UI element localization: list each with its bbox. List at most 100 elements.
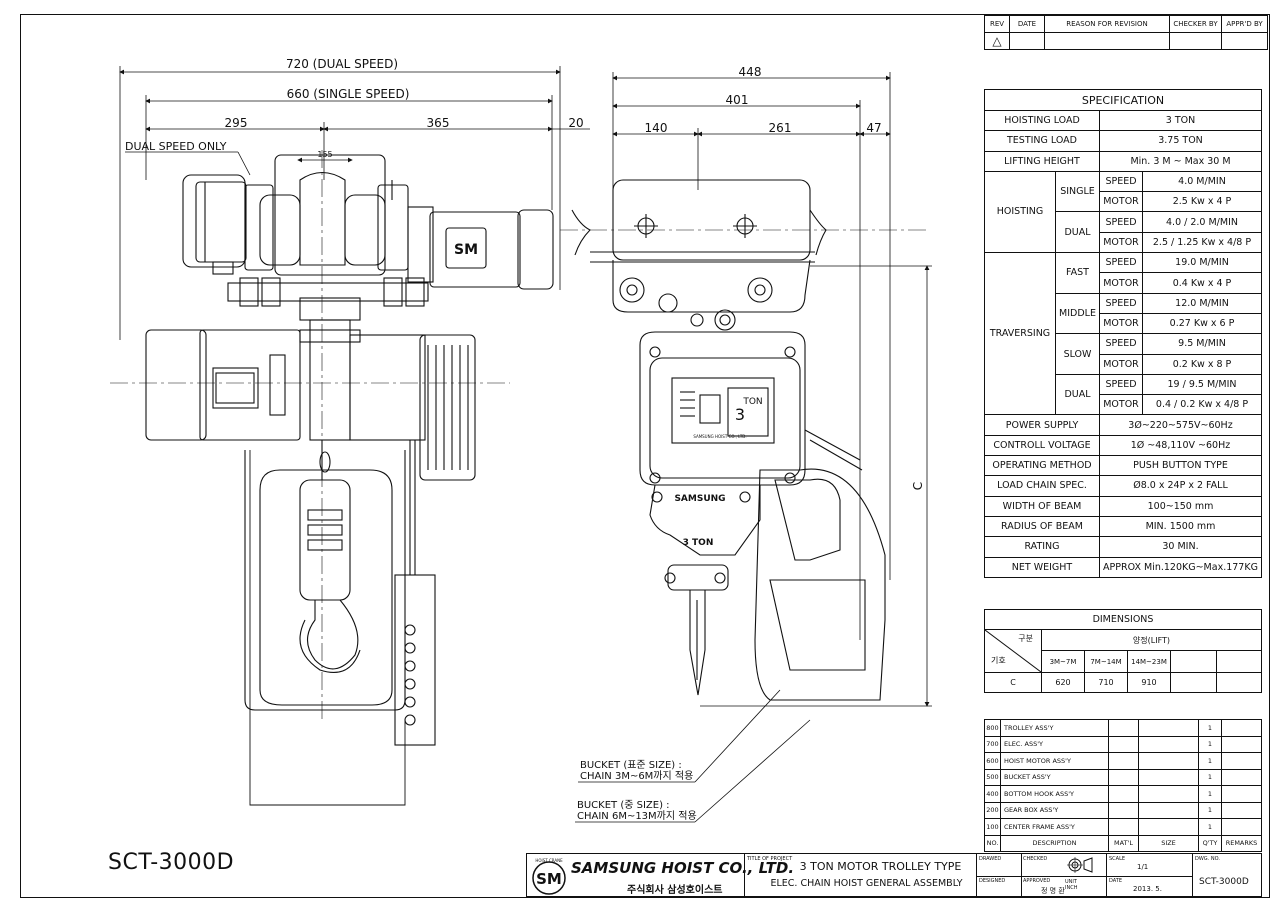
- beam-break-left: [571, 209, 591, 256]
- center-frame: [309, 319, 351, 441]
- spec-value: 30 MIN.: [1099, 536, 1262, 558]
- assembly-drawing: 720 (DUAL SPEED) 660 (SINGLE SPEED) 295 …: [110, 57, 932, 823]
- gear-box: [145, 329, 207, 441]
- spec-sub: SINGLE: [1055, 170, 1100, 213]
- spec-kind: SPEED: [1099, 373, 1143, 396]
- spec-kind: SPEED: [1099, 252, 1143, 274]
- dim-47: 47: [866, 121, 881, 135]
- beam-cross-bar: [227, 282, 429, 302]
- corner-diagonal: [985, 630, 1041, 672]
- spec-value: 4.0 / 2.0 M/MIN: [1142, 211, 1262, 233]
- bom-qty: 1: [1198, 768, 1222, 786]
- spec-value: 0.4 / 0.2 Kw x 4/8 P: [1142, 394, 1262, 416]
- dim-448: 448: [739, 65, 762, 79]
- title-block: SM HOIST CRANE SAMSUNG HOIST CO., LTD. 주…: [526, 853, 1262, 897]
- revision-table: REV DATE REASON FOR REVISION CHECKER BY …: [984, 15, 1268, 50]
- bom-desc: BUCKET ASS'Y: [1000, 768, 1109, 786]
- dimensions-value: 910: [1127, 672, 1171, 693]
- bucket-medium-text: CHAIN 6M~13M까지 적용: [577, 810, 697, 822]
- scale-value: 1/1: [1137, 863, 1149, 871]
- spec-value: Ø8.0 x 24P x 2 FALL: [1099, 475, 1262, 497]
- model-number: SCT-3000D: [108, 850, 235, 875]
- front-view-dimensions: [119, 66, 590, 340]
- reason-header: REASON FOR REVISION: [1044, 15, 1170, 33]
- hoist-motor: [429, 211, 521, 288]
- bucket-standard-text: CHAIN 3M~6M까지 적용: [580, 770, 693, 782]
- spec-label: CONTROLL VOLTAGE: [984, 434, 1100, 457]
- company-name-kr: 주식회사 삼성호이스트: [627, 885, 723, 896]
- bucket-medium-title: BUCKET (중 SIZE) :: [577, 799, 670, 811]
- spec-sub: MIDDLE: [1055, 292, 1100, 335]
- bom-qty: 1: [1198, 752, 1222, 770]
- spec-value: 2.5 / 1.25 Kw x 4/8 P: [1142, 231, 1262, 254]
- bom-desc: CENTER FRAME ASS'Y: [1000, 818, 1109, 836]
- dimensions-group: 양정(LIFT): [1041, 629, 1262, 651]
- date-label: DATE: [1109, 878, 1123, 884]
- checked-label: CHECKED: [1023, 856, 1048, 862]
- spec-value: 19 / 9.5 M/MIN: [1142, 373, 1262, 396]
- spec-value: PUSH BUTTON TYPE: [1099, 455, 1262, 477]
- side-view: [571, 179, 886, 701]
- spec-label: OPERATING METHOD: [984, 455, 1100, 477]
- drawn-label: DRAWED: [979, 856, 1002, 862]
- bucket-leaders: [575, 689, 811, 823]
- bom-qty: 1: [1198, 719, 1222, 737]
- bom-desc: HOIST MOTOR ASS'Y: [1000, 752, 1109, 770]
- spec-kind: MOTOR: [1099, 394, 1143, 416]
- company-name: SAMSUNG HOIST CO., LTD.: [571, 859, 795, 877]
- spec-title: SPECIFICATION: [984, 89, 1262, 111]
- logo-text: SM: [536, 870, 562, 888]
- spec-kind: MOTOR: [1099, 312, 1143, 335]
- bucket: [244, 450, 406, 711]
- dim-365: 365: [427, 116, 450, 130]
- dual-speed-only-label: DUAL SPEED ONLY: [125, 140, 227, 153]
- spec-label: LIFTING HEIGHT: [984, 150, 1100, 172]
- dwg-no-value: SCT-3000D: [1199, 877, 1249, 887]
- company-cell: SM HOIST CRANE SAMSUNG HOIST CO., LTD. 주…: [527, 854, 794, 896]
- trolley-side-plate: [244, 184, 274, 271]
- ton-label: TON: [742, 397, 762, 407]
- dimensions-title: DIMENSIONS: [984, 609, 1262, 630]
- dwg-no-label: DWG. NO.: [1195, 856, 1220, 862]
- bom-desc: GEAR BOX ASS'Y: [1000, 801, 1109, 819]
- bom-qty: 1: [1198, 735, 1222, 753]
- front-logo-icon: SM: [454, 242, 478, 258]
- approved-name: 정 명 환: [1041, 887, 1065, 895]
- bom-header: SIZE: [1138, 834, 1199, 852]
- project-title-cell: TITLE OF PROJECT 3 TON MOTOR TROLLEY TYP…: [745, 854, 977, 896]
- bom-header: REMARKS: [1221, 834, 1262, 852]
- spec-kind: MOTOR: [1099, 272, 1143, 294]
- dimensions-table: DIMENSIONS 구분 기호 양정(LIFT) 3M~7M 7M~14M 1…: [984, 609, 1262, 693]
- spec-sub: SLOW: [1055, 333, 1100, 375]
- spec-kind: MOTOR: [1099, 353, 1143, 375]
- bom-header: DESCRIPTION: [1000, 834, 1109, 852]
- brand-label: SAMSUNG: [674, 494, 725, 504]
- spec-label: POWER SUPPLY: [984, 414, 1100, 436]
- hoist-lower-block: [649, 484, 761, 556]
- spec-kind: MOTOR: [1099, 231, 1143, 254]
- hoist-motor-flange: [407, 206, 434, 283]
- unit-value: INCH: [1065, 885, 1078, 891]
- dimensions-col: 14M~23M: [1127, 650, 1171, 673]
- bom-qty: 1: [1198, 785, 1222, 803]
- capacity-mark: 3 TON: [683, 538, 714, 548]
- spec-label: LOAD CHAIN SPEC.: [984, 475, 1100, 497]
- dimensions-value: 620: [1041, 672, 1085, 693]
- drawing-sheet: [20, 14, 1270, 898]
- dim-c: C: [911, 482, 925, 490]
- spec-value: 3.75 TON: [1099, 130, 1262, 152]
- approved-header: APPR'D BY: [1221, 15, 1268, 33]
- company-logo-icon: SM HOIST CRANE: [532, 858, 566, 895]
- spec-group: TRAVERSING: [984, 252, 1056, 416]
- spec-sub: DUAL: [1055, 373, 1100, 416]
- unit-label: UNIT: [1065, 879, 1077, 885]
- side-bucket: [754, 468, 886, 701]
- spec-value: 3Ø~220~575V~60Hz: [1099, 414, 1262, 436]
- spec-value: 0.27 Kw x 6 P: [1142, 312, 1262, 335]
- dwg-no-cell: DWG. NO. SCT-3000D: [1193, 854, 1263, 896]
- dimensions-col: 3M~7M: [1041, 650, 1085, 673]
- corner-bottom-label: 기호: [991, 656, 1006, 665]
- dim-dual-speed: 720 (DUAL SPEED): [286, 57, 398, 71]
- spec-value: Min. 3 M ~ Max 30 M: [1099, 150, 1262, 172]
- spec-label: RATING: [984, 536, 1100, 558]
